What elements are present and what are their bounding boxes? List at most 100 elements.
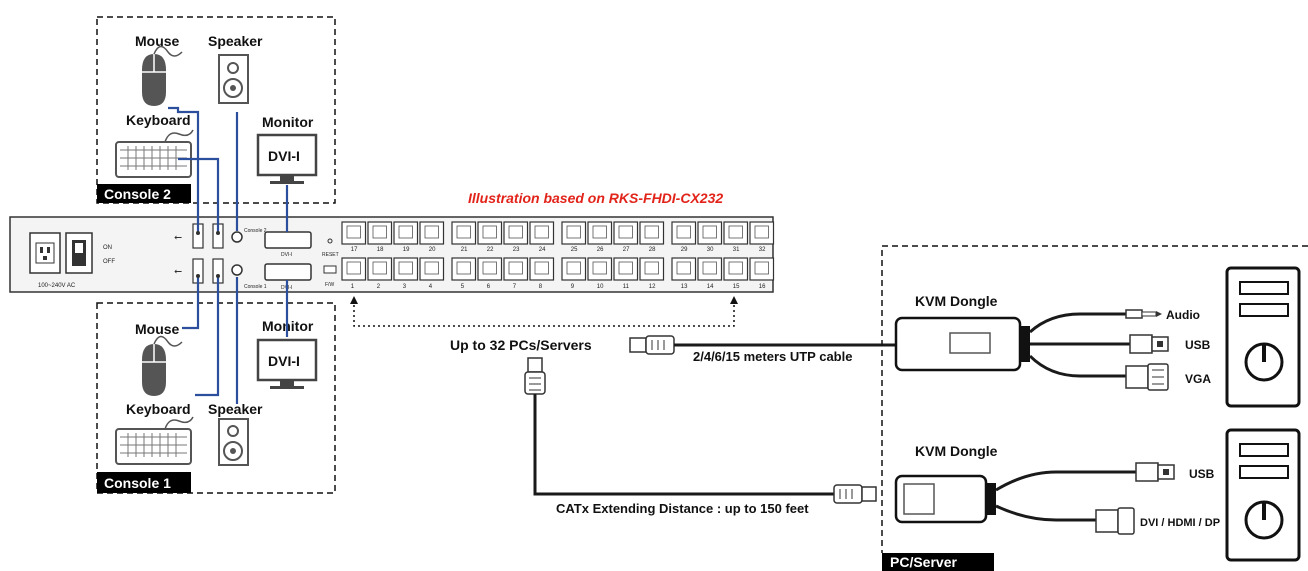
vga-label: VGA [1185,372,1211,386]
rj45-port-socket [566,225,581,239]
port-number-label: 22 [487,247,494,253]
rj45-port [561,257,587,281]
rj45-port [367,257,393,281]
pc-tower-icon [1225,428,1301,562]
port-number-label: 13 [681,284,688,290]
dvi-port-icon [264,231,312,249]
pc-tower-icon [1225,266,1301,408]
console-1-box [96,302,336,494]
reset-label: RESET [322,252,339,258]
rj45-port-socket [398,261,413,275]
rj45-port-socket [534,225,549,239]
console-2-port-label: Console 2 [244,228,267,234]
rj45-port-socket [456,261,471,275]
dvi-port-icon [264,263,312,281]
rj45-port-socket [508,225,523,239]
rj45-port-socket [728,225,743,239]
utp-label: 2/4/6/15 meters UTP cable [693,349,852,364]
rj45-port [419,257,445,281]
console-2-tag-bg [97,184,191,203]
console-2-keyboard-label: Keyboard [126,112,191,128]
rj45-port [477,257,503,281]
reset-button-icon [327,238,333,244]
console-1-tag-bg [97,472,191,493]
port-number-label: 2 [377,284,381,290]
port-number-label: 10 [597,284,604,290]
power-switch-icon [65,232,93,274]
console-1-port-label: Console 1 [244,284,267,290]
caption: Illustration based on RKS-FHDI-CX232 [468,190,723,206]
fw-label: F/W [325,282,334,288]
port-number-label: 3 [403,284,407,290]
rj45-plug-icon [833,484,877,504]
rj45-plug-icon [524,357,546,395]
rj45-port [503,257,529,281]
rj45-port [749,221,775,245]
rj45-port-socket [346,261,361,275]
rj45-port-socket [618,225,633,239]
port-number-label: 4 [429,284,433,290]
port-number-label: 19 [403,247,410,253]
power-on-label: ON [103,245,112,251]
speaker-icon [218,54,249,104]
catx-label: CATx Extending Distance : up to 150 feet [556,501,809,516]
rj45-port-socket [424,225,439,239]
mouse-icon [142,45,183,106]
port-number-label: 1 [351,284,355,290]
rj45-port [419,221,445,245]
port-number-label: 25 [571,247,578,253]
console-cables [168,106,289,404]
power-inlet-icon [29,232,61,274]
pc-server-tag-bg [882,553,994,571]
port-number-label: 26 [597,247,604,253]
pc-server-box [881,245,1308,553]
rj45-port [451,221,477,245]
rj45-port [671,221,697,245]
console-1-keyboard-label: Keyboard [126,401,191,417]
arrow-up-icon [350,296,358,304]
rj45-port-socket [372,225,387,239]
console-2-mouse-label: Mouse [135,33,180,49]
catx-cable [533,394,834,496]
rj45-port [671,257,697,281]
rj45-port-socket [508,261,523,275]
up-to-label: Up to 32 PCs/Servers [450,337,592,353]
rj45-port [613,257,639,281]
console-1-monitor-screen: DVI-I [268,353,300,369]
vga-plug-icon [1125,363,1169,391]
port-number-label: 15 [733,284,740,290]
port-number-label: 31 [733,247,740,253]
rj45-port [451,257,477,281]
rj45-port-socket [676,261,691,275]
kvm-dongle-icon [894,316,1030,372]
keyboard-icon [115,416,194,465]
rj45-port [639,257,665,281]
rj45-port-socket [754,225,769,239]
monitor-icon [256,338,318,389]
rj45-plug-icon [629,335,675,355]
rj45-port-socket [592,225,607,239]
usb-symbol-icon: ⭠ [174,266,182,277]
monitor-icon [256,133,318,184]
rj45-port [723,257,749,281]
rj45-port [503,221,529,245]
rj45-port [393,257,419,281]
rj45-port-socket [372,261,387,275]
console-1-mouse-label: Mouse [135,321,180,337]
rj45-port-socket [398,225,413,239]
rj45-port-socket [644,261,659,275]
port-number-label: 5 [461,284,465,290]
audio-jack-icon [231,231,243,243]
console-2-monitor-label: Monitor [262,114,314,130]
rj45-port-socket [676,225,691,239]
rj45-port [529,221,555,245]
port-number-label: 6 [487,284,491,290]
port-number-label: 23 [513,247,520,253]
rj45-port [749,257,775,281]
keyboard-icon [115,129,194,178]
rj45-port-socket [618,261,633,275]
port-number-label: 21 [461,247,468,253]
rj45-port-socket [592,261,607,275]
rj45-port [587,221,613,245]
